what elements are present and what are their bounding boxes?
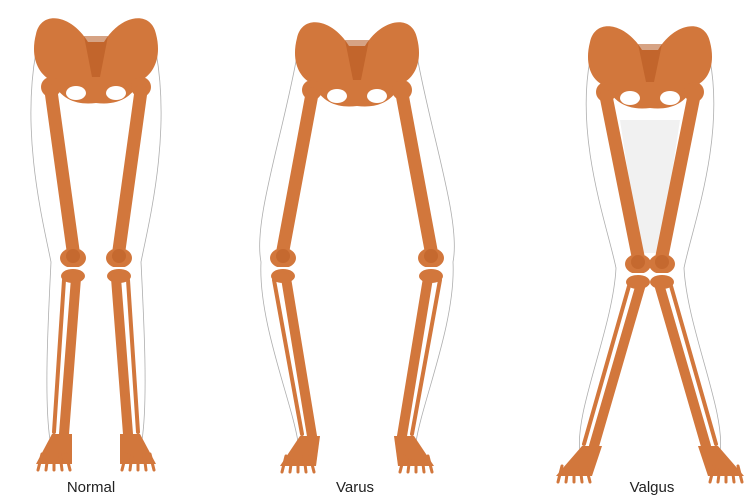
obturator-right bbox=[660, 91, 680, 105]
femur-left bbox=[283, 94, 312, 250]
toe-left bbox=[580, 466, 582, 482]
normal-caption: Normal bbox=[67, 479, 115, 497]
patella-left bbox=[276, 249, 290, 263]
varus-caption: Varus bbox=[336, 479, 374, 497]
foot-left bbox=[556, 446, 602, 476]
foot-right bbox=[698, 446, 744, 476]
toe-right bbox=[718, 466, 720, 482]
toe-left bbox=[304, 456, 306, 472]
toe-right bbox=[738, 466, 742, 482]
toe-left bbox=[38, 454, 42, 470]
varus-alignment-figure bbox=[260, 22, 455, 472]
toe-right bbox=[144, 454, 146, 470]
femur-right bbox=[119, 91, 141, 250]
patella-right bbox=[655, 255, 669, 269]
toe-left bbox=[46, 454, 48, 470]
toe-left bbox=[282, 456, 286, 472]
toe-right bbox=[130, 454, 132, 470]
toe-right bbox=[422, 456, 424, 472]
toe-left bbox=[290, 456, 292, 472]
body-outline bbox=[579, 60, 720, 452]
patella-right bbox=[424, 249, 438, 263]
toe-right bbox=[408, 456, 410, 472]
patella-left bbox=[631, 255, 645, 269]
tibia-right bbox=[659, 284, 706, 446]
toe-right bbox=[150, 454, 154, 470]
tibia-left bbox=[594, 284, 641, 446]
obturator-left bbox=[327, 89, 347, 103]
tibia-right bbox=[116, 278, 128, 434]
toe-right bbox=[732, 466, 734, 482]
obturator-left bbox=[66, 86, 86, 100]
patella-right bbox=[112, 249, 126, 263]
patella-left bbox=[66, 249, 80, 263]
femur-left bbox=[51, 91, 73, 250]
femur-right bbox=[402, 94, 431, 250]
obturator-right bbox=[367, 89, 387, 103]
obturator-left bbox=[620, 91, 640, 105]
toe-left bbox=[558, 466, 562, 482]
valgus-alignment-figure bbox=[556, 26, 744, 482]
toe-left bbox=[60, 454, 62, 470]
valgus-caption: Valgus bbox=[630, 479, 675, 497]
toe-right bbox=[428, 456, 432, 472]
toe-left bbox=[566, 466, 568, 482]
obturator-right bbox=[106, 86, 126, 100]
tibia-left bbox=[64, 278, 76, 434]
normal-alignment-figure bbox=[31, 18, 161, 470]
